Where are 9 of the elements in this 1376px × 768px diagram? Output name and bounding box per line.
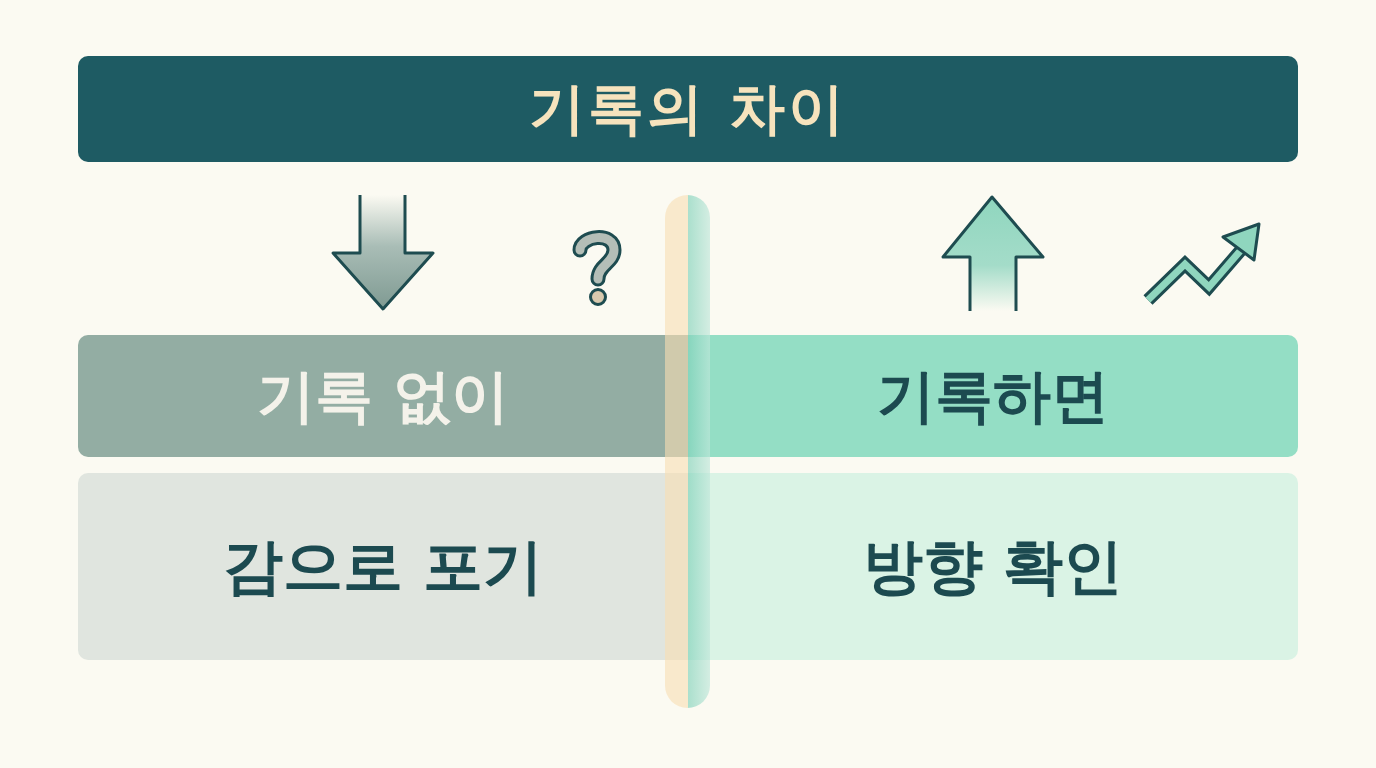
label-panel [688,473,1298,660]
label-panel [78,473,688,660]
title-text: 기록의 차이 [529,76,847,142]
label-panel [688,335,1298,457]
panel-label: 기록 없이 [256,362,510,430]
panel-label: 감으로 포기 [222,532,544,601]
panel-label: 기록하면 [877,362,1109,430]
panel-label: 방향 확인 [862,532,1124,601]
label-panel [78,335,688,457]
